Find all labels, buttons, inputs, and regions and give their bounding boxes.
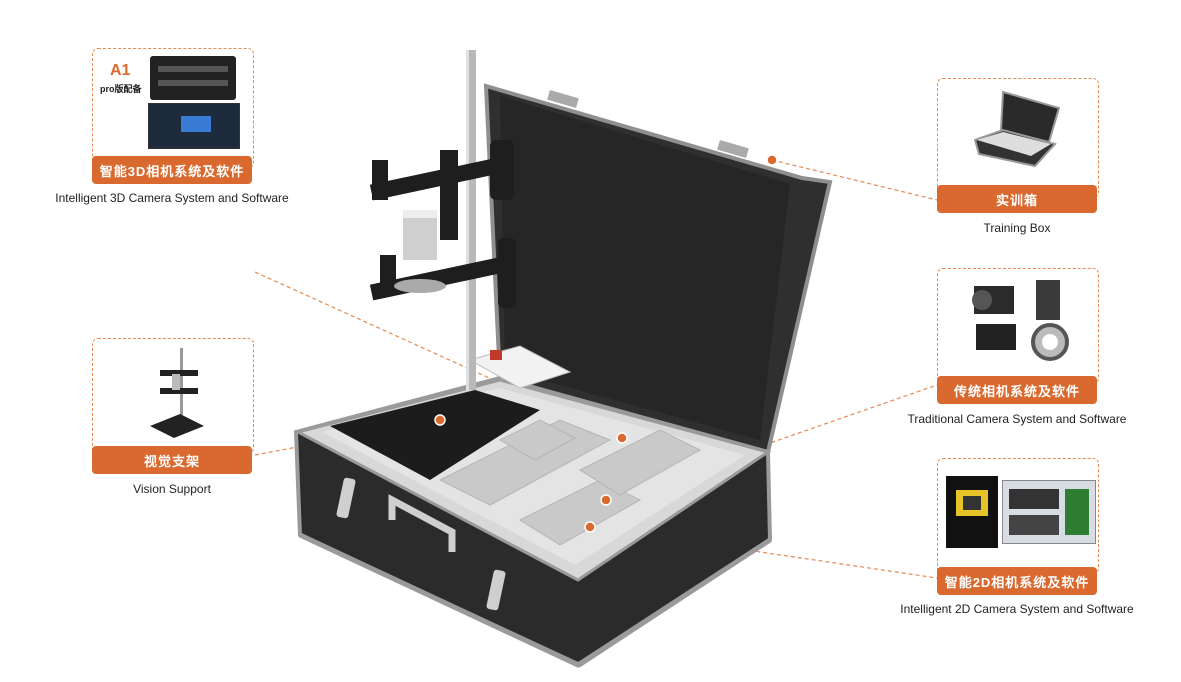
- caption-3d-camera: Intelligent 3D Camera System and Softwar…: [55, 191, 289, 205]
- traditional-camera-photo: [972, 280, 1069, 361]
- tag-vision-support: 视觉支架: [92, 446, 252, 474]
- tag-traditional-camera: 传统相机系统及软件: [937, 376, 1097, 404]
- tag-3d-camera: 智能3D相机系统及软件: [92, 156, 252, 184]
- tag-training-box: 实训箱: [937, 185, 1097, 213]
- card-traditional-camera: [937, 268, 1099, 384]
- 3d-camera-photo: [150, 56, 236, 100]
- 2d-camera-photo: [946, 476, 998, 548]
- caption-training-box: Training Box: [983, 221, 1051, 235]
- 2d-software-screenshot: [1002, 480, 1096, 544]
- vision-support-photo: [150, 348, 204, 438]
- tag-2d-camera: 智能2D相机系统及软件: [937, 567, 1097, 595]
- caption-2d-camera: Intelligent 2D Camera System and Softwar…: [900, 602, 1134, 616]
- badge-note: pro版配备: [100, 84, 142, 94]
- training-box-photo: [973, 90, 1061, 168]
- 3d-software-screenshot: [148, 103, 240, 149]
- caption-traditional-camera: Traditional Camera System and Software: [907, 412, 1127, 426]
- caption-vision-support: Vision Support: [133, 482, 211, 496]
- badge-a1: A1: [110, 62, 131, 79]
